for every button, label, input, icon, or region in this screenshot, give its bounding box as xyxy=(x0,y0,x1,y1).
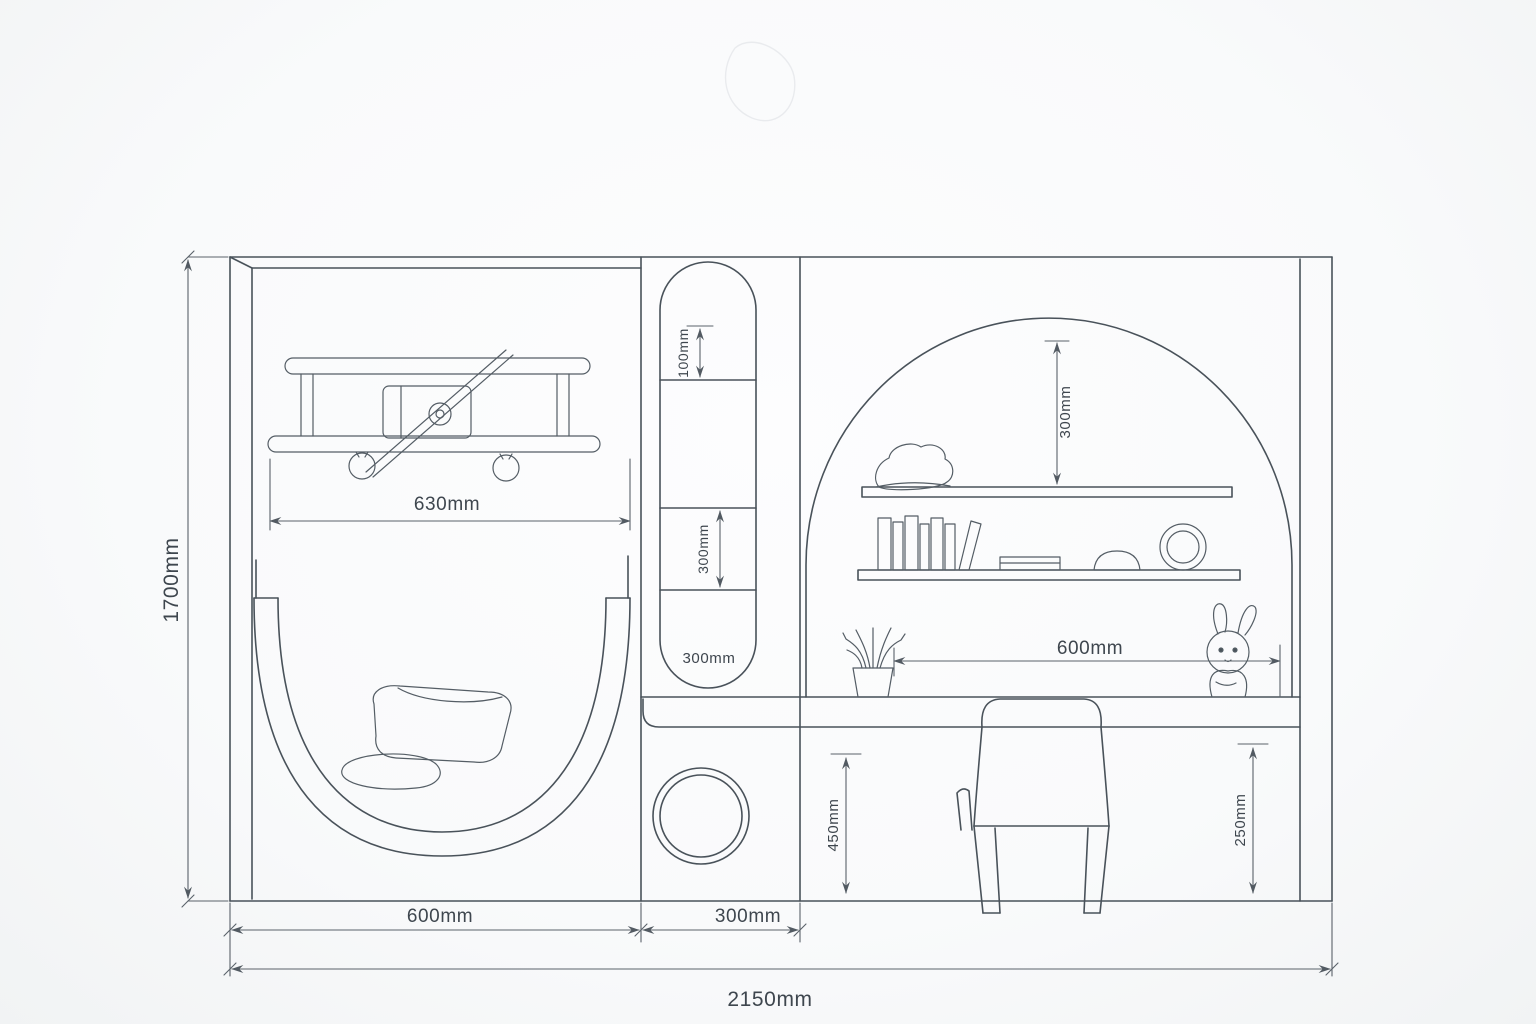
dish-object xyxy=(1093,550,1141,571)
dim-label-overall-width: 2150mm xyxy=(727,988,812,1011)
dim-label-overall-height: 1700mm xyxy=(160,537,183,622)
tray-object xyxy=(999,556,1061,571)
arch-alcove xyxy=(805,317,1293,698)
bunny-toy xyxy=(1206,603,1257,698)
dim-label-desk-height: 250mm xyxy=(1232,793,1249,846)
reading-nook-shell xyxy=(253,555,631,857)
sketch-artifact xyxy=(724,41,796,122)
hat-object xyxy=(875,443,954,491)
dim-bottom-rows: 600mm 300mm 2150mm xyxy=(223,902,1339,1011)
dim-overall-height: 1700mm xyxy=(160,250,229,908)
dim-label-column-section-width: 300mm xyxy=(715,906,781,927)
round-porthole xyxy=(652,767,750,865)
pill-shelf-column xyxy=(659,261,757,689)
dim-desk-height: 250mm xyxy=(1232,743,1269,894)
dim-arch-shelf-offset: 300mm xyxy=(1044,340,1074,485)
books xyxy=(877,515,982,571)
dim-label-column-shelf-spacing: 300mm xyxy=(695,524,711,574)
dim-label-column-inner-width: 300mm xyxy=(682,650,735,667)
dim-label-arch-shelf-offset: 300mm xyxy=(1057,385,1074,438)
dim-column-shelf-spacing: 300mm xyxy=(695,510,724,588)
wall-frame xyxy=(229,256,1333,902)
arch-upper-shelf xyxy=(861,486,1233,498)
dim-desk-length: 600mm xyxy=(893,638,1281,698)
seat-cushion xyxy=(341,685,512,790)
arch-lower-shelf xyxy=(857,569,1241,581)
dim-label-seat-height: 450mm xyxy=(825,798,842,851)
plant xyxy=(842,627,906,698)
dim-label-nook-section-width: 600mm xyxy=(407,906,473,927)
dim-label-nook-inner-width: 630mm xyxy=(414,494,480,515)
dim-column-gap-top: 100mm xyxy=(675,325,714,378)
desk xyxy=(640,696,1301,728)
dim-label-column-gap-top: 100mm xyxy=(675,328,691,378)
dim-seat-height: 450mm xyxy=(825,753,862,894)
ball-object xyxy=(1159,523,1207,571)
dim-label-desk-length: 600mm xyxy=(1057,638,1123,659)
chair xyxy=(956,698,1110,914)
biplane-drawing xyxy=(267,349,601,482)
dim-nook-inner-width: 630mm xyxy=(269,458,631,531)
